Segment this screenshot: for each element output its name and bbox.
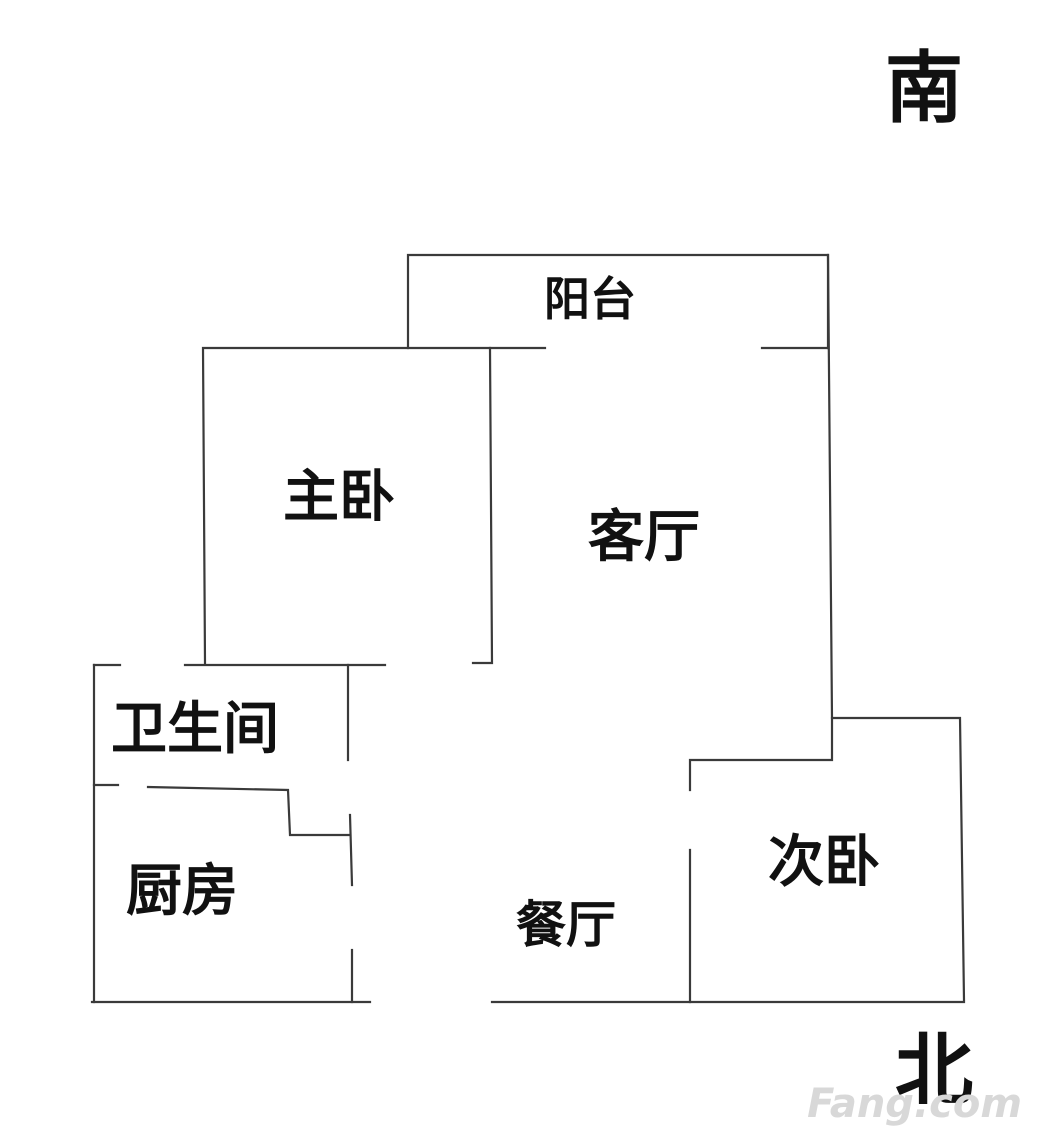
master-bedroom-label: 主卧 [283, 465, 395, 530]
kitchen-label: 厨房 [126, 859, 238, 924]
bathroom-kitchen-divider-b [146, 785, 352, 837]
living-room-label: 客厅 [588, 505, 700, 570]
bathroom-label: 卫生间 [111, 697, 279, 762]
watermark-logo: Fang.com [807, 1081, 1022, 1127]
north-compass-label: 北 [895, 1026, 974, 1116]
kitchen-right-wall [348, 813, 354, 887]
master-bedroom-walls [201, 346, 494, 665]
south-compass-label: 南 [885, 44, 964, 134]
living-room-right-wall [688, 253, 834, 792]
balcony-label: 阳台 [544, 272, 636, 326]
dining-room-label: 餐厅 [516, 896, 616, 954]
second-bedroom-label: 次卧 [768, 830, 880, 895]
second-bedroom-walls [830, 716, 966, 1002]
